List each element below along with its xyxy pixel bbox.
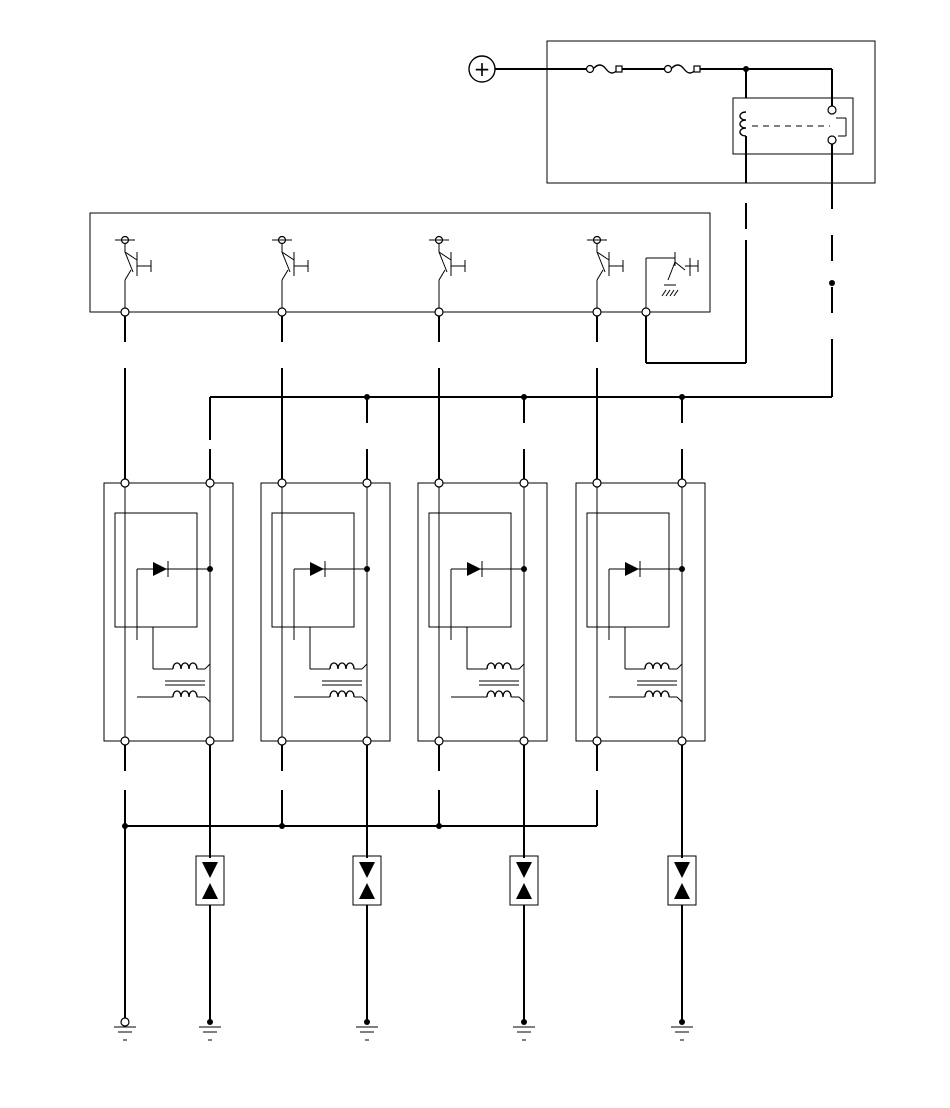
power-relay-box: +	[468, 40, 876, 184]
ignition-module	[417, 478, 548, 746]
ignition-coil-icon	[609, 627, 683, 703]
spark-plug-connector-icon	[195, 855, 225, 906]
transistor-icon	[645, 252, 699, 310]
fuse-icon	[585, 64, 623, 74]
ignition-coil-icon	[137, 627, 211, 703]
transistor-icon	[429, 235, 466, 308]
ignition-coil-icon	[294, 627, 368, 703]
ground-icon	[671, 1019, 693, 1041]
ecu-box	[89, 212, 711, 313]
spark-plug-connector-icon	[509, 855, 539, 906]
fuse-icon	[663, 64, 701, 74]
ignition-module	[103, 478, 234, 746]
transistor-icon	[115, 235, 152, 308]
ignition-module	[575, 478, 706, 746]
ground-icon	[356, 1019, 378, 1041]
ignition-coil-icon	[451, 627, 525, 703]
spark-plug-connector-icon	[667, 855, 697, 906]
diode-icon	[293, 561, 367, 640]
transistor-icon	[272, 235, 309, 308]
diode-icon	[450, 561, 524, 640]
ground-icon	[513, 1019, 535, 1041]
relay-icon	[732, 97, 854, 155]
ignition-module	[260, 478, 391, 746]
spark-plug-connector-icon	[352, 855, 382, 906]
diode-icon	[608, 561, 682, 640]
battery-plus-icon: +	[468, 55, 496, 83]
diode-icon	[136, 561, 210, 640]
ground-icon	[114, 1017, 136, 1041]
transistor-icon	[587, 235, 624, 308]
power-symbol: +	[474, 57, 491, 81]
ground-icon	[199, 1019, 221, 1041]
